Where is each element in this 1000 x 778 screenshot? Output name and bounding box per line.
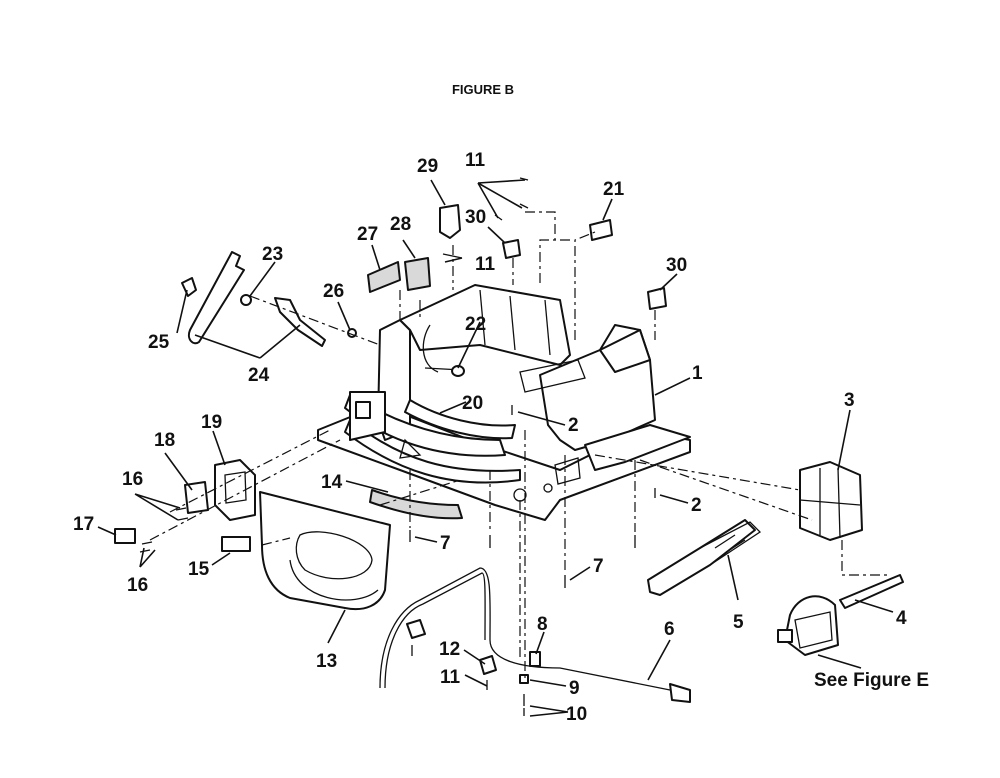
callout-26: 26 <box>323 281 344 302</box>
callout-22: 22 <box>465 314 486 335</box>
callout-16b: 16 <box>127 575 148 596</box>
arc-insert-part <box>404 399 516 440</box>
callout-6: 6 <box>664 619 675 640</box>
callout-27: 27 <box>357 224 378 245</box>
cap-part-a <box>502 239 521 259</box>
callout-2b: 2 <box>691 495 702 516</box>
callout-12: 12 <box>439 639 460 660</box>
label-28-part <box>404 257 431 291</box>
wrench-set-part <box>181 251 357 347</box>
switch-assembly-part <box>114 459 256 553</box>
callout-11a: 11 <box>465 150 486 171</box>
callout-7b: 7 <box>593 556 604 577</box>
callout-labels: 1 2 2 3 4 5 6 7 7 8 9 10 11 11 11 12 13 … <box>73 150 929 725</box>
figure-title: FIGURE B <box>452 82 514 97</box>
callout-15: 15 <box>188 559 210 580</box>
see-figure-note: See Figure E <box>814 670 929 691</box>
callout-17: 17 <box>73 514 94 535</box>
callout-30a: 30 <box>465 207 486 228</box>
callout-19: 19 <box>201 412 222 433</box>
handle-part <box>647 519 762 596</box>
callout-13: 13 <box>316 651 337 672</box>
callout-11c: 11 <box>440 667 461 688</box>
callout-2a: 2 <box>568 415 579 436</box>
callout-21: 21 <box>603 179 625 200</box>
callout-14: 14 <box>321 472 343 493</box>
stand-base-part <box>317 284 691 521</box>
callout-20: 20 <box>462 393 483 414</box>
cord-clip-part <box>519 651 541 716</box>
callout-28: 28 <box>390 214 411 235</box>
callout-4: 4 <box>896 608 907 629</box>
callout-23: 23 <box>262 244 283 265</box>
callout-1: 1 <box>692 363 703 384</box>
bracket-part <box>439 204 461 239</box>
callout-25: 25 <box>148 332 170 353</box>
callout-18: 18 <box>154 430 175 451</box>
callout-5: 5 <box>733 612 744 633</box>
callout-9: 9 <box>569 678 580 699</box>
callout-11b: 11 <box>475 254 496 275</box>
callout-16a: 16 <box>122 469 143 490</box>
blade-cover-part <box>259 491 391 610</box>
callout-29: 29 <box>417 156 438 177</box>
cord-clamp-part <box>406 619 497 690</box>
callout-10: 10 <box>566 704 587 725</box>
assembly-centerlines <box>149 211 890 680</box>
callout-24: 24 <box>248 365 270 386</box>
callout-3: 3 <box>844 390 855 411</box>
guard-housing-part <box>799 461 863 541</box>
rail-assembly-part <box>777 574 904 656</box>
cap-part-b <box>647 287 667 310</box>
callout-7a: 7 <box>440 533 451 554</box>
screws-bottom-part <box>409 405 656 588</box>
callout-8: 8 <box>537 614 548 635</box>
small-label-part <box>221 536 251 552</box>
power-cord-part <box>379 567 691 703</box>
label-21-part <box>589 219 613 241</box>
label-27-part <box>367 261 401 293</box>
leader-lines <box>97 179 894 717</box>
callout-30b: 30 <box>666 255 687 276</box>
